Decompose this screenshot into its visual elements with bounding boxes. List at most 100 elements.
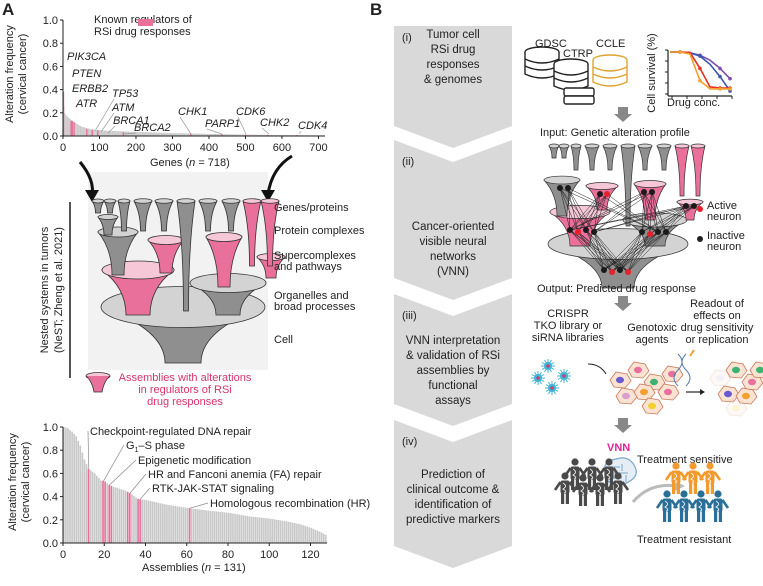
highlight-assembly-bar [110, 485, 113, 543]
survival-point-blue [698, 54, 702, 58]
inactive-neuron [565, 185, 571, 191]
gene-bar [209, 133, 211, 136]
gene-bar [242, 134, 244, 136]
gene-bar [206, 133, 207, 136]
gene-bar [85, 127, 87, 136]
connection [593, 231, 629, 273]
gene-bar [214, 134, 216, 136]
gene-bar [66, 116, 68, 136]
gene-bar [117, 131, 118, 136]
gene-bar [122, 131, 123, 136]
step-chevron-3 [394, 294, 512, 426]
gene-bar [136, 131, 138, 136]
x-tick-label: 60 [181, 549, 193, 561]
assembly-bar [267, 518, 269, 543]
gene-bar [83, 127, 85, 136]
assembly-bar [190, 508, 193, 543]
gene-bar [195, 133, 197, 136]
assembly-bar [186, 507, 189, 543]
gene-bar [99, 130, 101, 136]
inactive-neuron [683, 203, 689, 209]
gene-bar [228, 134, 230, 136]
x-tick-label: 0 [60, 142, 66, 154]
assembly-super-3 [205, 232, 243, 288]
gene-bar [208, 133, 209, 136]
gene-label-leader [237, 116, 247, 135]
vnn-gene-node [584, 143, 600, 171]
assembly-label: Checkpoint-regulated DNA repair [90, 426, 252, 438]
vnn-gene-node [558, 143, 570, 159]
gene-bar [174, 133, 176, 136]
gene-bar [216, 134, 218, 136]
label-rest: –S phase [138, 440, 184, 452]
vnn-super-2 [585, 182, 619, 211]
assembly-bar [182, 507, 185, 543]
gene-bar [215, 134, 217, 136]
panel-label-b: B [370, 0, 383, 19]
gene-bar [157, 132, 159, 136]
gene-bar [222, 134, 224, 136]
assembly-bar [162, 503, 164, 543]
gene-bar [273, 134, 275, 136]
assembly-bar [240, 514, 243, 543]
delivery-arrow [587, 363, 607, 375]
assembly-bar [120, 489, 123, 543]
gene-bar [189, 133, 190, 136]
assembly-bar [296, 523, 298, 543]
gene-label-brca2: BRCA2 [134, 122, 171, 134]
gene-node [198, 198, 218, 232]
gene-bar [160, 132, 161, 136]
assembly-bar [261, 517, 263, 543]
gene-bar [193, 133, 195, 136]
step-number-4: (iv) [402, 436, 418, 448]
assembly-bar [89, 470, 92, 543]
assembly-bar [277, 520, 280, 543]
gene-bar [184, 133, 186, 136]
step-text-line: predictive markers [406, 514, 500, 526]
active-neuron [609, 269, 615, 275]
gene-bar [89, 128, 91, 136]
gene-bar [263, 134, 265, 136]
gene-bar [204, 133, 206, 136]
inactive-neuron [655, 229, 661, 235]
gene-bar [130, 131, 132, 136]
step-text-line: networks [429, 251, 477, 263]
assembly-bar [248, 516, 251, 543]
assembly-bar [273, 519, 276, 543]
gene-bar [261, 134, 263, 136]
gene-bar [225, 134, 227, 136]
gene-bar [168, 132, 169, 136]
gene-bar [141, 132, 143, 136]
assembly-bar [157, 502, 160, 543]
gene-bar [144, 132, 145, 136]
gene-bar [106, 130, 108, 136]
gene-bar [192, 133, 193, 136]
assembly-bar [149, 501, 152, 543]
gene-bar [133, 131, 134, 136]
step-text-line: assemblies by [416, 365, 490, 377]
gene-bar [77, 124, 79, 136]
assembly-bar [143, 499, 146, 543]
gene-bar [178, 133, 180, 136]
assembly-bar [221, 512, 224, 543]
db-label-gdsc: GDSC [535, 38, 567, 50]
gene-bar [165, 132, 167, 136]
cell-icon [609, 371, 632, 389]
gene-bar [141, 132, 142, 136]
assembly-bar [223, 512, 226, 543]
gene-bar [268, 134, 270, 136]
gene-bar [249, 134, 250, 136]
gene-bar [264, 134, 266, 136]
active-neuron [625, 269, 631, 275]
vnn-gene-node [620, 143, 636, 227]
assembly-bar [203, 510, 205, 543]
gene-bar [232, 134, 234, 136]
assembly-bar [83, 459, 86, 543]
treated-cell-icon [709, 369, 732, 387]
connection [569, 191, 653, 231]
assembly-bar [75, 436, 78, 543]
assembly-bar [254, 517, 257, 543]
gene-bar [84, 127, 85, 136]
assembly-bar [209, 510, 212, 543]
